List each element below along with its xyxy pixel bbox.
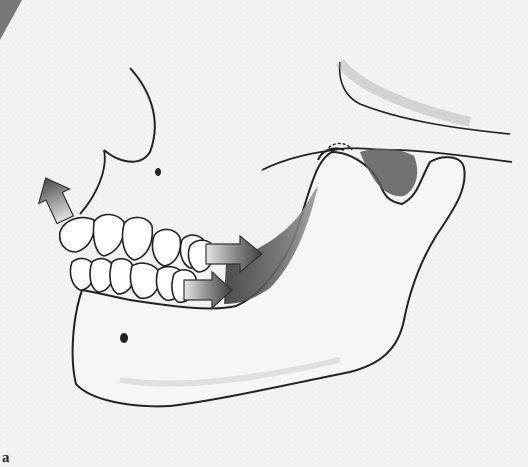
mental-foramen [120,333,128,343]
infraorbital-foramen [155,168,161,176]
figure-panel-label: a [2,449,10,467]
